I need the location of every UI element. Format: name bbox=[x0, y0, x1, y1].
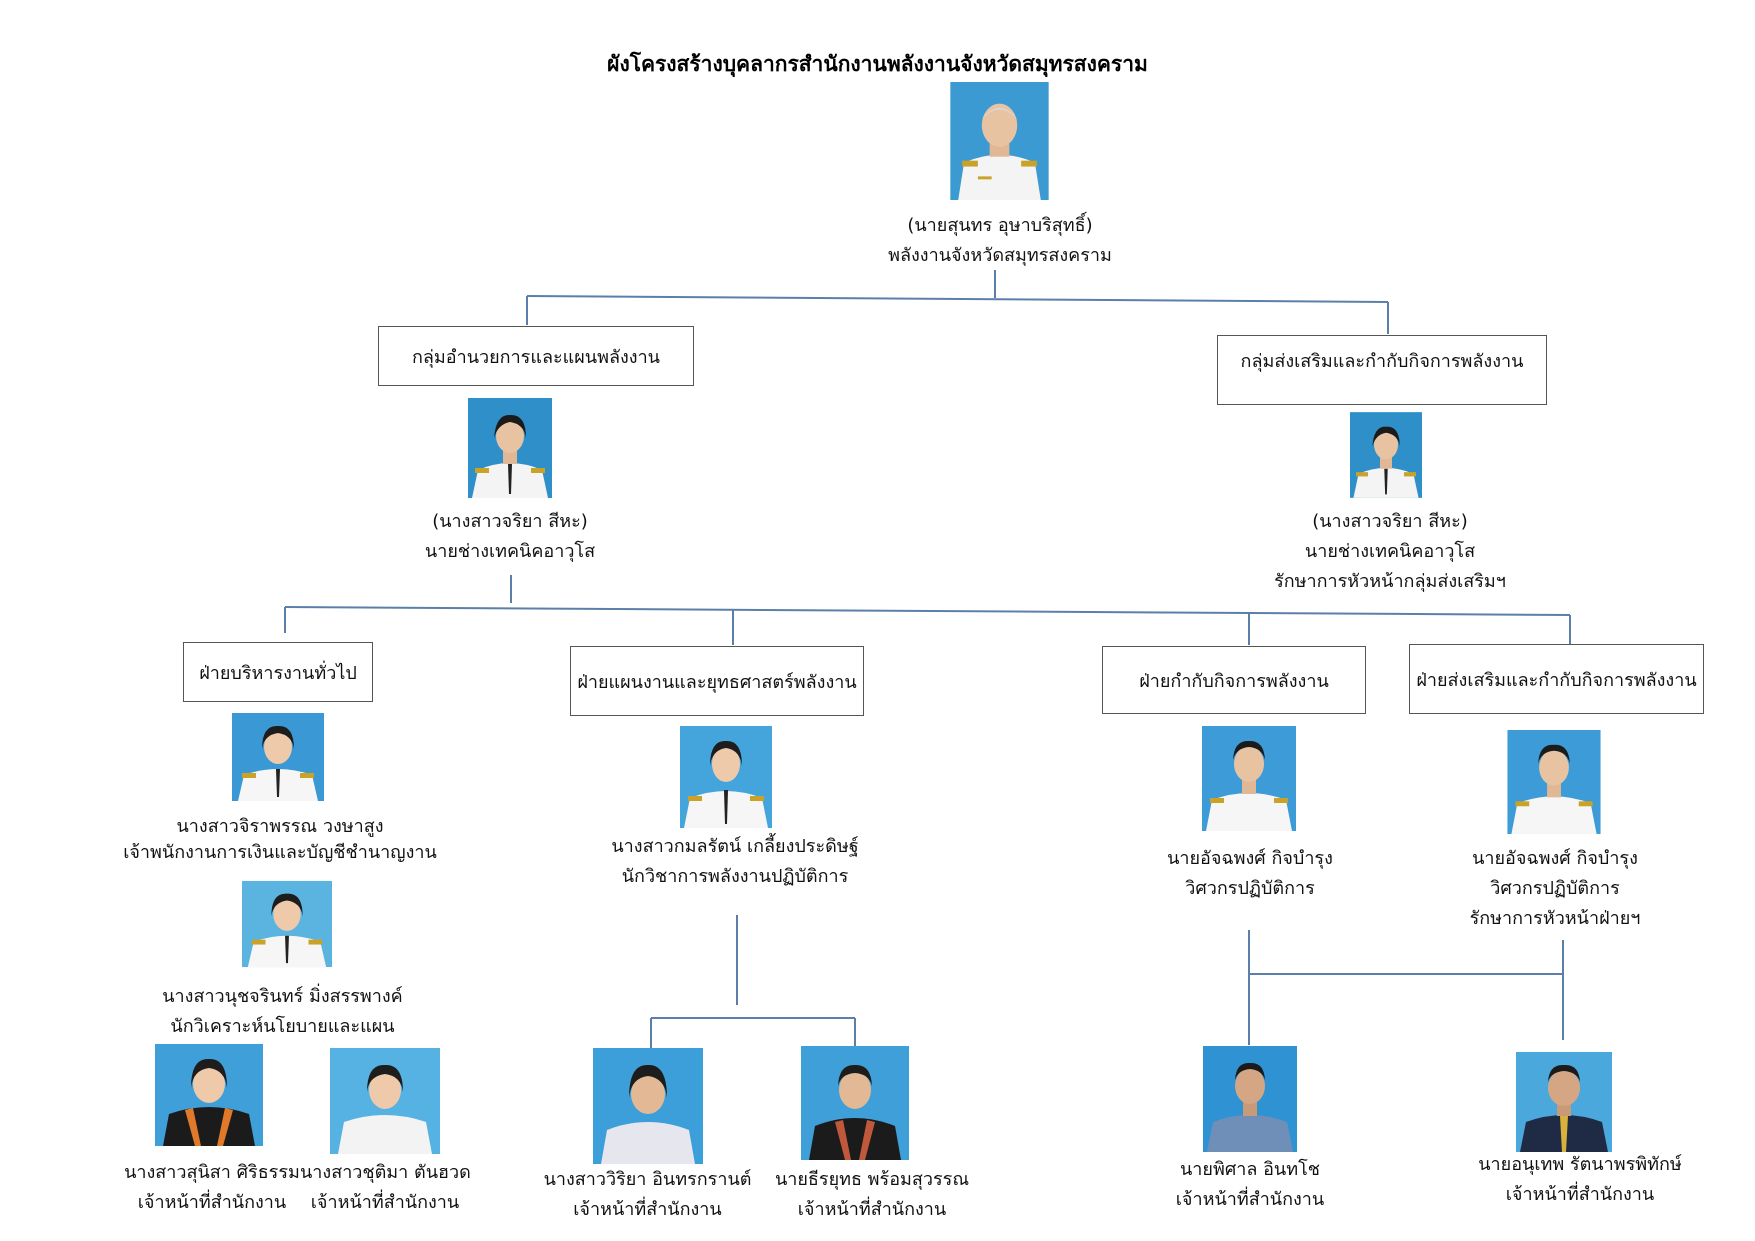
staff-position: เจ้าหน้าที่สำนักงาน bbox=[1505, 1184, 1655, 1205]
staff-position: นักวิชาการพลังงานปฏิบัติการ bbox=[621, 866, 849, 887]
staff-photo bbox=[1506, 730, 1602, 834]
division-box-admin: ฝ่ายบริหารงานทั่วไป bbox=[183, 642, 373, 702]
staff-name: นายอัจฉพงศ์ กิจบำรุง bbox=[1167, 848, 1333, 869]
staff-name: นายอนุเทพ รัตนาพรพิทักษ์ bbox=[1478, 1154, 1682, 1175]
staff-photo bbox=[801, 1046, 909, 1160]
division-label: ฝ่ายส่งเสริมและกำกับกิจการพลังงาน bbox=[1416, 669, 1697, 691]
staff-name: นางสาววิริยา อินทรกรานต์ bbox=[543, 1169, 752, 1190]
staff-caption: นายอัจฉพงศ์ กิจบำรุง วิศวกรปฏิบัติการ bbox=[1150, 844, 1350, 904]
director-name: (นายสุนทร อุษาบริสุทธิ์) bbox=[907, 215, 1093, 236]
division-box-planning: ฝ่ายแผนงานและยุทธศาสตร์พลังงาน bbox=[570, 646, 864, 716]
staff-name: นายพิศาล อินทโช bbox=[1180, 1159, 1320, 1180]
staff-photo bbox=[680, 726, 772, 828]
left-group-head-name: (นางสาวจริยา สีหะ) bbox=[432, 511, 588, 532]
right-group-head-position: นายช่างเทคนิคอาวุโส bbox=[1304, 541, 1476, 562]
staff-photo bbox=[1516, 1052, 1612, 1152]
staff-photo bbox=[242, 878, 332, 970]
staff-caption: นางสาวสุนิสา ศิริธรรม เจ้าหน้าที่สำนักงา… bbox=[117, 1158, 307, 1218]
group-label: กลุ่มอำนวยการและแผนพลังงาน bbox=[412, 346, 660, 368]
staff-caption: นายพิศาล อินทโช เจ้าหน้าที่สำนักงาน bbox=[1150, 1155, 1350, 1215]
right-group-head-photo bbox=[1350, 410, 1422, 500]
staff-position: เจ้าหน้าที่สำนักงาน bbox=[137, 1192, 287, 1213]
staff-caption: นายอนุเทพ รัตนาพรพิทักษ์ เจ้าหน้าที่สำนั… bbox=[1460, 1150, 1700, 1210]
staff-position: เจ้าหน้าที่สำนักงาน bbox=[797, 1199, 947, 1220]
staff-caption: นางสาวจิราพรรณ วงษาสูง เจ้าพนักงานการเงิ… bbox=[110, 812, 450, 868]
staff-caption: นายอัจฉพงศ์ กิจบำรุง วิศวกรปฏิบัติการ รั… bbox=[1455, 844, 1655, 934]
staff-position: เจ้าพนักงานการเงินและบัญชีชำนาญงาน bbox=[123, 842, 437, 863]
director-position: พลังงานจังหวัดสมุทรสงคราม bbox=[888, 245, 1112, 266]
group-box-admin-planning: กลุ่มอำนวยการและแผนพลังงาน bbox=[378, 326, 694, 386]
division-label: ฝ่ายแผนงานและยุทธศาสตร์พลังงาน bbox=[577, 671, 857, 693]
staff-caption: นางสาวกมลรัตน์ เกลี้ยงประดิษฐ์ นักวิชากา… bbox=[605, 832, 865, 892]
staff-name: นางสาวกมลรัตน์ เกลี้ยงประดิษฐ์ bbox=[611, 836, 859, 857]
right-group-head-name: (นางสาวจริยา สีหะ) bbox=[1312, 511, 1468, 532]
division-box-promotion: ฝ่ายส่งเสริมและกำกับกิจการพลังงาน bbox=[1409, 644, 1704, 714]
left-group-head-position: นายช่างเทคนิคอาวุโส bbox=[424, 541, 596, 562]
staff-position: นักวิเคราะห์นโยบายและแผน bbox=[170, 1016, 395, 1037]
right-group-head-caption: (นางสาวจริยา สีหะ) นายช่างเทคนิคอาวุโส ร… bbox=[1230, 507, 1550, 597]
group-label: กลุ่มส่งเสริมและกำกับกิจการพลังงาน bbox=[1240, 351, 1524, 372]
staff-name: นางสาวจิราพรรณ วงษาสูง bbox=[176, 816, 384, 837]
staff-position: เจ้าหน้าที่สำนักงาน bbox=[573, 1199, 722, 1220]
staff-caption: นายธีรยุทธ พร้อมสุวรรณ เจ้าหน้าที่สำนักง… bbox=[762, 1165, 982, 1225]
division-label: ฝ่ายบริหารงานทั่วไป bbox=[199, 662, 357, 684]
left-group-head-photo bbox=[468, 398, 552, 498]
staff-photo bbox=[1203, 1046, 1297, 1152]
staff-caption: นางสาวชุติมา ตันฮวด เจ้าหน้าที่สำนักงาน bbox=[300, 1158, 471, 1218]
left-group-head-caption: (นางสาวจริยา สีหะ) นายช่างเทคนิคอาวุโส bbox=[360, 507, 660, 567]
connector-line bbox=[526, 295, 1389, 303]
staff-photo bbox=[155, 1044, 263, 1146]
director-photo bbox=[948, 82, 1051, 200]
staff-caption: นางสาวนุชจรินทร์ มิ่งสรรพางค์ นักวิเคราะ… bbox=[130, 982, 435, 1042]
staff-note: รักษาการหัวหน้าฝ่ายฯ bbox=[1469, 908, 1641, 929]
staff-photo bbox=[330, 1048, 440, 1154]
staff-name: นายธีรยุทธ พร้อมสุวรรณ bbox=[774, 1169, 970, 1190]
staff-photo bbox=[1202, 726, 1296, 831]
staff-name: นายอัจฉพงศ์ กิจบำรุง bbox=[1472, 848, 1638, 869]
division-label: ฝ่ายกำกับกิจการพลังงาน bbox=[1139, 670, 1329, 692]
director-caption: (นายสุนทร อุษาบริสุทธิ์) พลังงานจังหวัดส… bbox=[795, 211, 1205, 271]
connector-line bbox=[284, 606, 1571, 616]
staff-name: นางสาวสุนิสา ศิริธรรม bbox=[124, 1162, 300, 1183]
staff-photo bbox=[593, 1048, 703, 1164]
staff-caption: นางสาววิริยา อินทรกรานต์ เจ้าหน้าที่สำนั… bbox=[535, 1165, 760, 1225]
staff-photo bbox=[232, 713, 324, 801]
division-box-regulation: ฝ่ายกำกับกิจการพลังงาน bbox=[1102, 646, 1366, 714]
staff-name: นางสาวนุชจรินทร์ มิ่งสรรพางค์ bbox=[162, 986, 403, 1007]
staff-position: เจ้าหน้าที่สำนักงาน bbox=[1175, 1189, 1325, 1210]
right-group-head-note: รักษาการหัวหน้ากลุ่มส่งเสริมฯ bbox=[1274, 571, 1506, 592]
staff-position: เจ้าหน้าที่สำนักงาน bbox=[310, 1192, 460, 1213]
staff-name: นางสาวชุติมา ตันฮวด bbox=[300, 1162, 471, 1183]
staff-position: วิศวกรปฏิบัติการ bbox=[1185, 878, 1315, 899]
staff-position: วิศวกรปฏิบัติการ bbox=[1490, 878, 1620, 899]
group-box-promotion-regulation: กลุ่มส่งเสริมและกำกับกิจการพลังงาน bbox=[1217, 335, 1547, 405]
page-title: ผังโครงสร้างบุคลากรสำนักงานพลังงานจังหวั… bbox=[607, 52, 1148, 76]
